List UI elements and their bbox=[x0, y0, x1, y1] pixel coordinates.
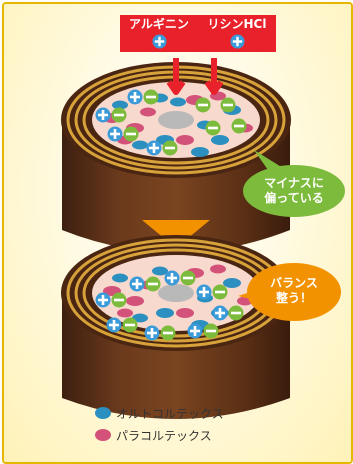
legend-item-ortho: オルトコルテックス bbox=[116, 405, 224, 422]
negative-callout-line2: 偏っている bbox=[264, 191, 324, 205]
legend-para-label: パラコルテックス bbox=[116, 429, 212, 443]
negative-callout-bubble bbox=[243, 150, 345, 217]
top-medulla bbox=[158, 111, 194, 129]
balanced-callout-line1: バランス bbox=[270, 276, 318, 290]
plus-icon bbox=[151, 34, 167, 49]
transition-arrow-icon bbox=[142, 220, 210, 248]
negative-callout-text: マイナスに 偏っている bbox=[248, 176, 340, 206]
negative-callout-line1: マイナスに bbox=[264, 176, 324, 190]
arginine-arrow bbox=[166, 58, 186, 95]
legend-ortho-label: オルトコルテックス bbox=[116, 407, 224, 421]
top-cortex-cells bbox=[103, 91, 253, 157]
arginine-label: アルギニン bbox=[120, 15, 198, 52]
balanced-callout-line2: 整う！ bbox=[275, 291, 312, 305]
legend-item-para: パラコルテックス bbox=[116, 427, 212, 444]
balanced-callout-bubble bbox=[238, 263, 341, 321]
bottom-hair-section bbox=[61, 235, 291, 419]
balanced-callout-text: バランス 整う！ bbox=[252, 276, 336, 306]
arginine-label-text: アルギニン bbox=[129, 17, 189, 31]
top-hair-section bbox=[61, 58, 291, 253]
bottom-medulla bbox=[158, 284, 194, 302]
lysine-arrow bbox=[204, 58, 224, 95]
plus-icon bbox=[229, 34, 245, 49]
legend-ortho-swatch bbox=[95, 407, 111, 419]
lysine-label: リシンHCl bbox=[198, 15, 276, 52]
legend-para-swatch bbox=[95, 429, 111, 441]
lysine-label-text: リシンHCl bbox=[207, 17, 267, 31]
